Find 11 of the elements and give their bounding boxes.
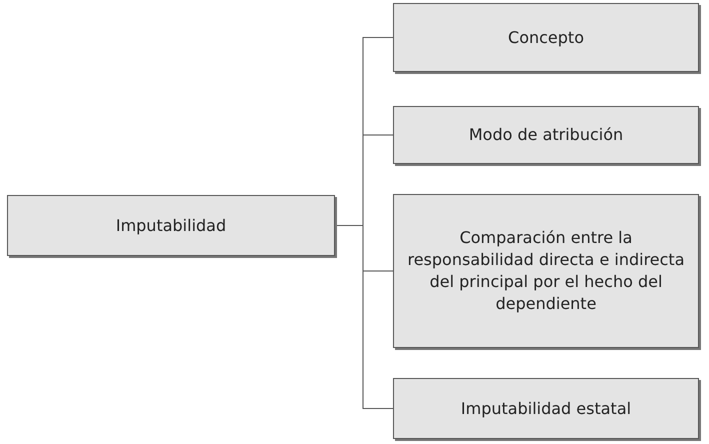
box-label: Imputabilidad bbox=[116, 214, 226, 236]
topic-box bbox=[393, 378, 699, 439]
box-label: Imputabilidad estatal bbox=[460, 398, 632, 420]
topic-box bbox=[393, 3, 699, 72]
connector-line bbox=[334, 225, 394, 409]
box-label: Comparación entre la responsabilidad directa e indirecta del principal por el hecho del dependiente bbox=[406, 227, 686, 315]
box-label: Modo de atribución bbox=[468, 124, 624, 146]
topic-box bbox=[7, 195, 335, 256]
box-label: Concepto bbox=[508, 26, 584, 48]
topic-box bbox=[393, 106, 699, 164]
topic-box bbox=[393, 194, 699, 348]
